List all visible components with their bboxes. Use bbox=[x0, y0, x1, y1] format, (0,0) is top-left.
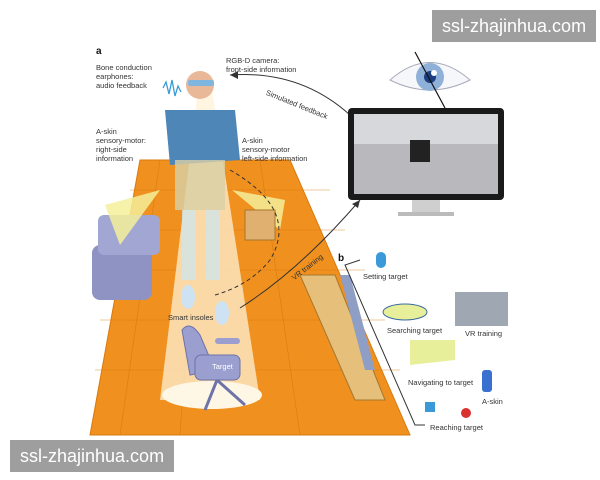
left-sensor-cone bbox=[105, 190, 160, 245]
earphones-label: Bone conduction earphones: audio feedbac… bbox=[96, 63, 152, 90]
panel-a-label: a bbox=[96, 46, 102, 57]
step-searching-target: Searching target bbox=[387, 326, 443, 335]
person bbox=[165, 71, 240, 325]
desk bbox=[299, 274, 386, 401]
panel-b-label: b bbox=[338, 253, 345, 264]
smart-insoles-label: Smart insoles bbox=[168, 313, 214, 322]
step-navigating-target: Navigating to target bbox=[408, 378, 474, 387]
askin-right-label: A-skin sensory-motor: right-side informa… bbox=[96, 127, 147, 163]
vr-training-side-label: VR training bbox=[465, 329, 503, 338]
feedback-arrow bbox=[229, 74, 351, 116]
step-setting-target: Setting target bbox=[363, 272, 408, 281]
askin-left-label: A-skin sensory-motor left-side informati… bbox=[242, 136, 308, 163]
panel-b-icons bbox=[376, 252, 508, 418]
step-reaching-target: Reaching target bbox=[430, 423, 483, 432]
sofa bbox=[92, 215, 160, 300]
eye-icon bbox=[389, 51, 471, 109]
askin-side-label: A-skin bbox=[482, 397, 503, 406]
watermark-bottom-left: ssl-zhajinhua.com bbox=[10, 440, 175, 472]
target-label: Target bbox=[212, 362, 233, 371]
panel-b-bracket bbox=[344, 259, 425, 426]
vr-training-arrow bbox=[239, 199, 361, 309]
camera-label: RGB-D camera: front-side information bbox=[226, 56, 297, 74]
monitor bbox=[348, 108, 504, 216]
nightstand bbox=[244, 209, 276, 241]
audio-wave-icon bbox=[162, 79, 182, 97]
target-chair bbox=[181, 325, 246, 411]
watermark-top-right: ssl-zhajinhua.com bbox=[432, 10, 597, 42]
dashed-path bbox=[214, 169, 280, 296]
